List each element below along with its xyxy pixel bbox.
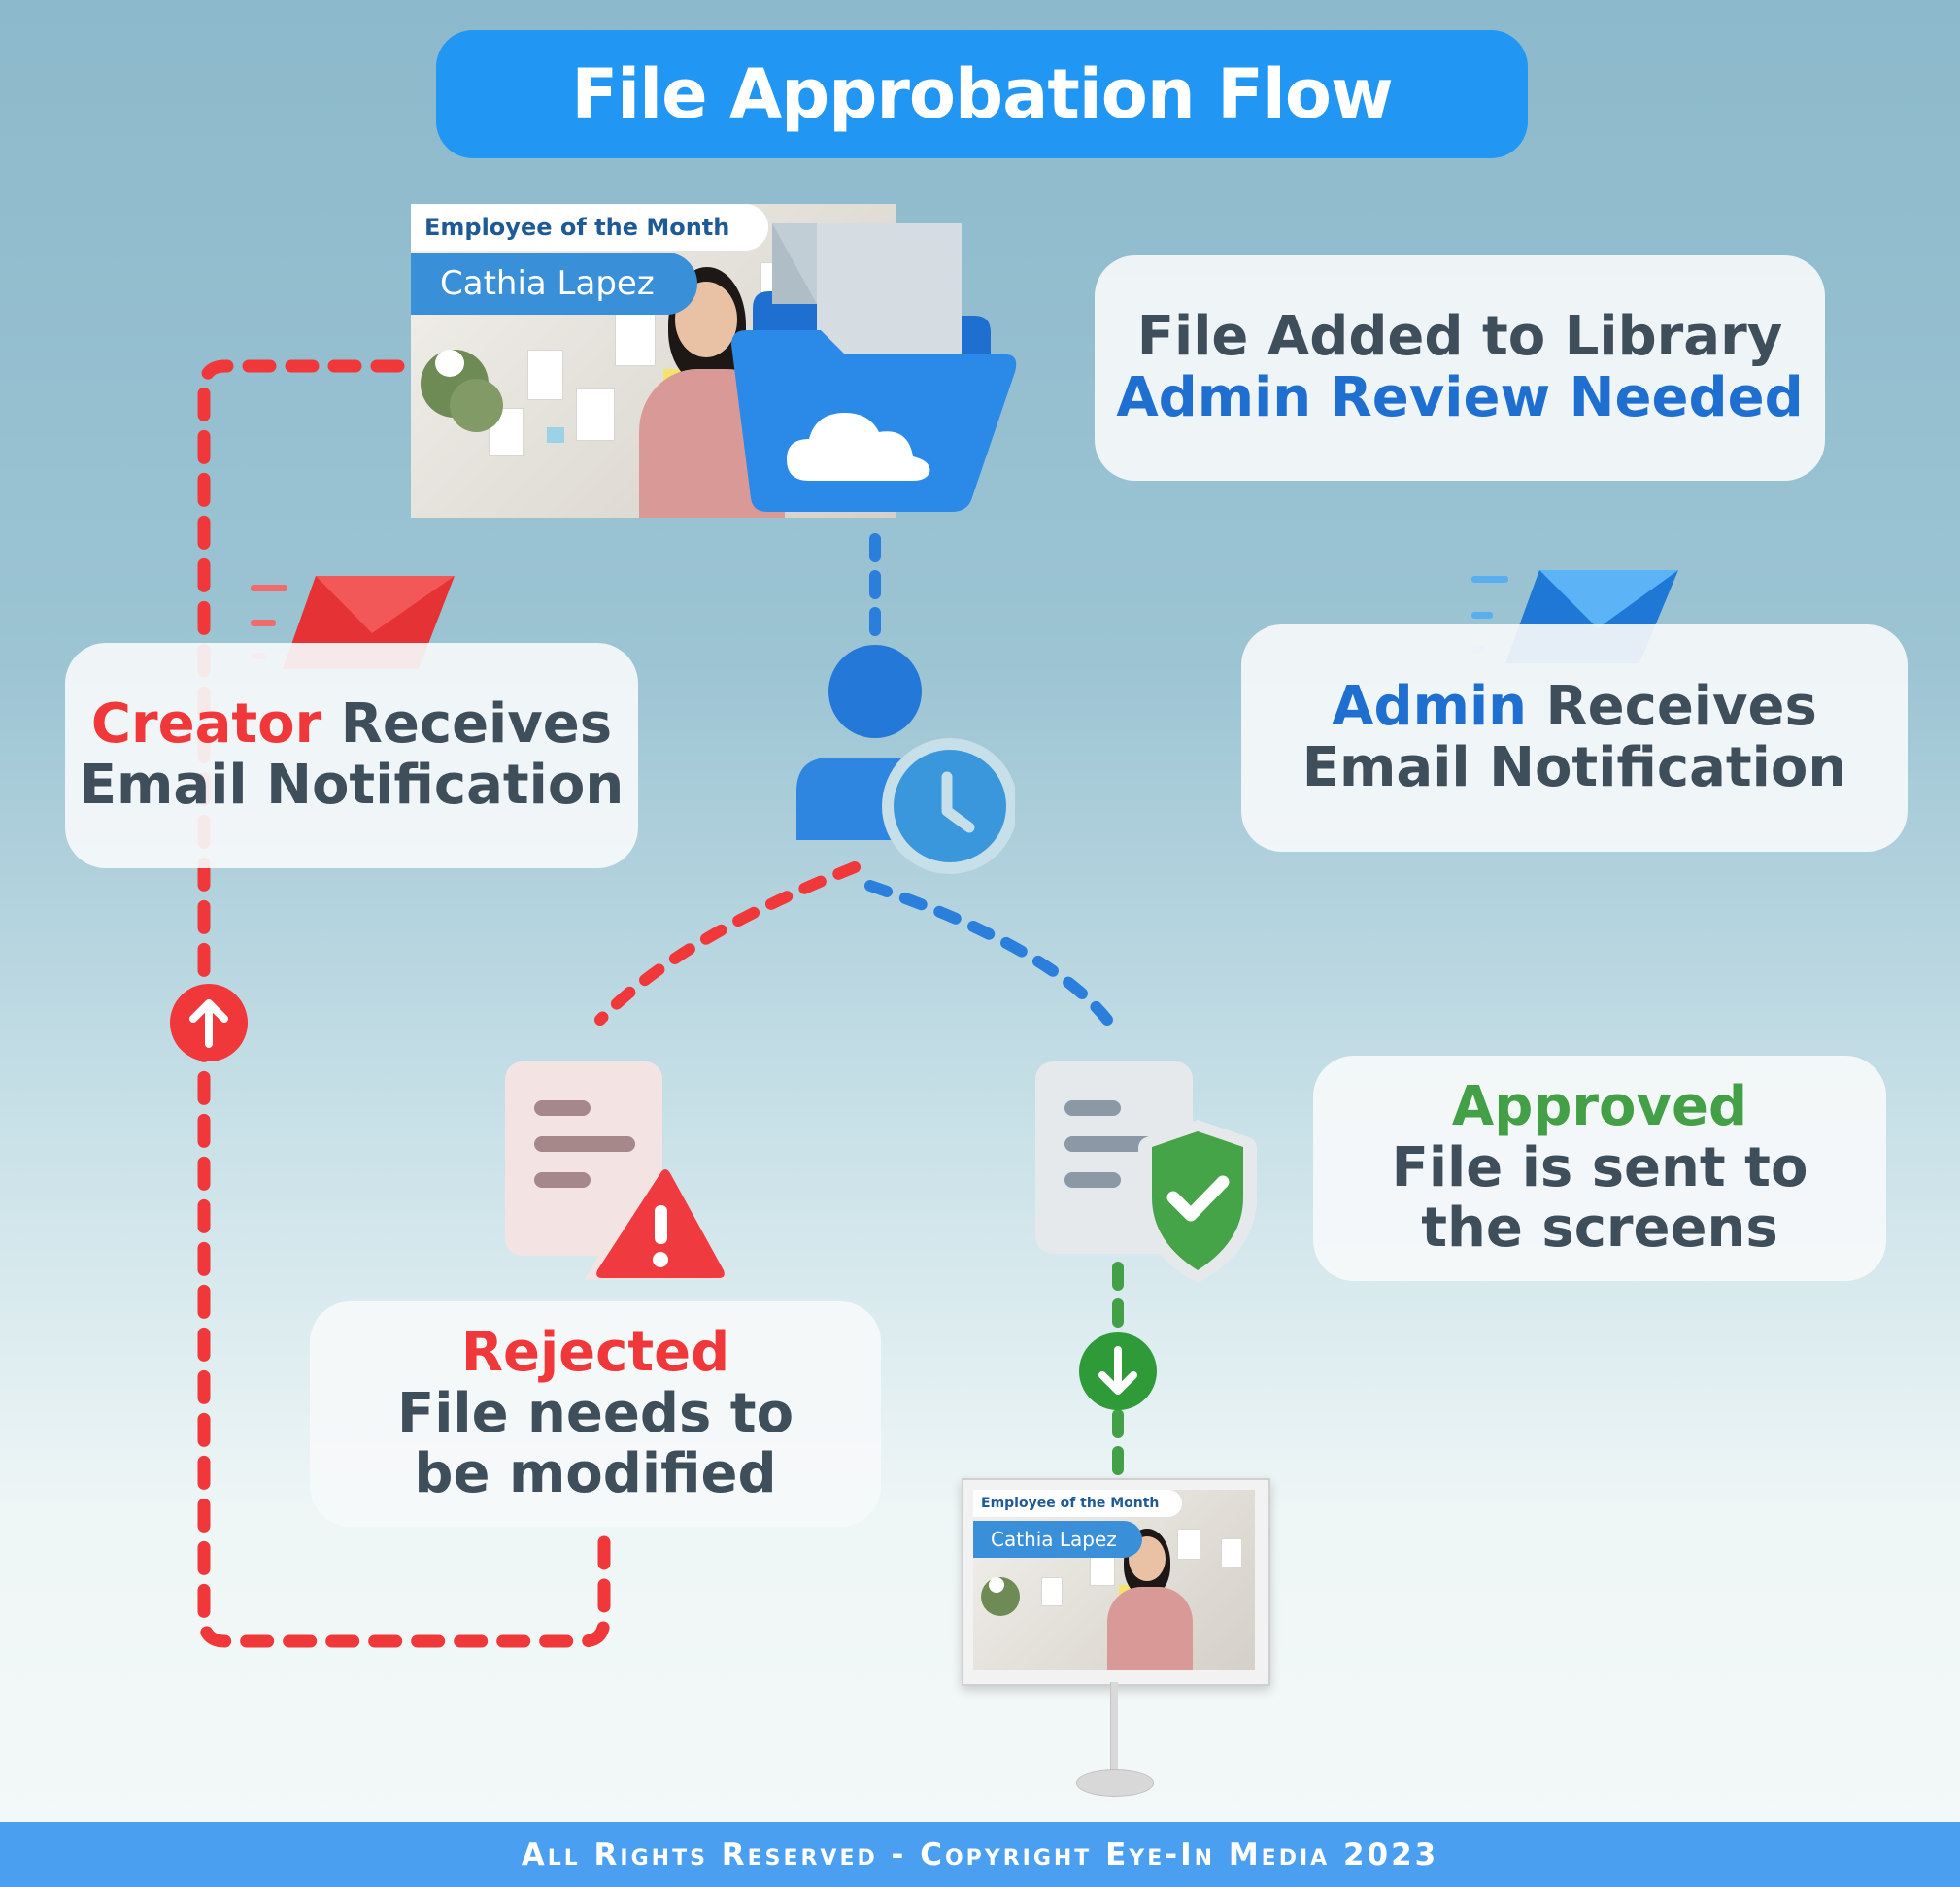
- admin-to-approved-line: [864, 880, 1113, 1026]
- approved-card: Approved File is sent to the screens: [1313, 1056, 1886, 1281]
- screen-banner: Employee of the Month Cathia Lapez: [973, 1490, 1255, 1670]
- copyright-footer: All Rights Reserved - Copyright Eye-In M…: [0, 1822, 1960, 1887]
- arrow-down-icon: [1079, 1332, 1157, 1410]
- rejected-label: Rejected: [460, 1320, 730, 1384]
- arrow-up-icon: [170, 984, 248, 1061]
- admin-email-line2: Email Notification: [1301, 736, 1847, 799]
- admin-to-rejected-line: [594, 861, 861, 1026]
- file-added-line2: Admin Review Needed: [1116, 366, 1804, 429]
- approved-line2: File is sent to: [1391, 1135, 1808, 1199]
- creator-email-line2: Email Notification: [79, 754, 625, 817]
- approved-line3: the screens: [1421, 1196, 1778, 1261]
- page-title: File Approbation Flow: [436, 30, 1528, 158]
- rejected-card: Rejected File needs to be modified: [310, 1301, 881, 1527]
- document-shield-check-icon: [1035, 1061, 1257, 1283]
- file-added-card: File Added to Library Admin Review Neede…: [1095, 255, 1825, 481]
- screen-banner-tag: Employee of the Month: [973, 1490, 1183, 1517]
- banner-tag: Employee of the Month: [411, 204, 769, 251]
- screen-banner-name: Cathia Lapez: [973, 1521, 1142, 1558]
- admin-clock-icon: [796, 645, 1015, 874]
- display-screen-icon: Employee of the Month Cathia Lapez: [962, 1478, 1270, 1797]
- folder-cloud-icon: [731, 223, 1017, 512]
- creator-label: Creator: [90, 692, 322, 757]
- file-added-line1: File Added to Library: [1136, 305, 1783, 369]
- admin-receives-text: Receives: [1545, 675, 1817, 739]
- creator-receives-text: Receives: [340, 692, 613, 757]
- banner-name: Cathia Lapez: [411, 253, 697, 315]
- rejection-loop-line: [197, 359, 611, 1648]
- approved-label: Approved: [1451, 1074, 1748, 1138]
- rejected-line2: File needs to: [396, 1381, 794, 1445]
- admin-email-card: Admin Receives Email Notification: [1241, 624, 1908, 852]
- document-warning-icon: [505, 1061, 727, 1280]
- creator-email-card: Creator Receives Email Notification: [65, 643, 638, 868]
- admin-label: Admin: [1332, 675, 1528, 739]
- rejected-line3: be modified: [414, 1442, 777, 1506]
